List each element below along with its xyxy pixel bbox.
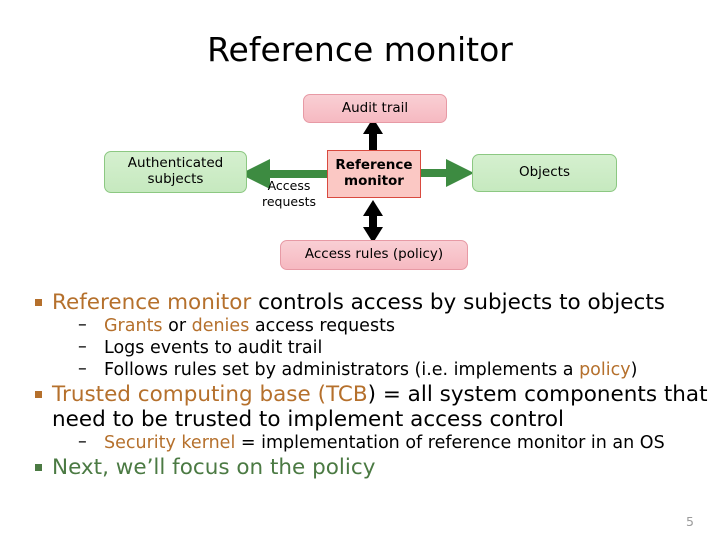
diagram-node-reference-monitor: Reference monitor [327,150,421,198]
bullet-reference-monitor: Reference monitor controls access by sub… [0,290,720,315]
page-title: Reference monitor [207,30,513,69]
bullet-reference-monitor-text-0: Reference monitor [52,290,252,315]
bullet-grants-denies: –Grants or denies access requests [0,315,720,338]
diagram-node-authenticated-subjects: Authenticated subjects [104,151,247,193]
diagram-node-objects: Objects [472,154,617,192]
bullet-security-kernel-text-1: = implementation of reference monitor in… [235,433,665,454]
bullet-list: Reference monitor controls access by sub… [0,290,720,481]
bullet-reference-monitor-text-1: controls access by subjects to objects [251,290,665,315]
bullet-security-kernel-text-0: Security kernel [104,433,236,454]
bullet-follows-rules-text-2: ) [630,359,638,380]
authenticated-subjects-line-2: subjects [147,171,204,187]
bullet-follows-rules: –Follows rules set by administrators (i.… [0,358,720,382]
bullet-tcb-text-0: Trusted computing base (TCB [52,381,368,407]
access-requests-line-1: Access [267,178,311,193]
bullet-security-kernel: –Security kernel = implementation of ref… [0,432,720,455]
bullet-square-icon [35,390,42,398]
bullet-grants-denies-text-3: access requests [249,316,396,337]
bullet-logs-events-text-0: Logs events to audit trail [104,338,323,359]
bullet-tcb-text-1: ) = all system components that need to b… [52,381,708,432]
diagram-node-access-rules: Access rules (policy) [280,240,468,270]
bullet-dash-icon: – [78,358,87,379]
objects-arrow-icon [419,159,474,187]
access-requests-line-2: requests [261,193,317,209]
bullet-follows-rules-text-0: Follows rules set by administrators (i.e… [104,359,580,380]
bullet-dash-icon: – [78,315,87,336]
access-rules-double-arrow-icon [363,200,383,243]
bullet-follows-rules-text-1: policy [579,359,631,380]
bullet-square-icon [35,299,42,306]
access-requests-label: Access requests [249,178,329,209]
bullet-grants-denies-text-0: Grants [104,316,163,337]
page-number: 5 [686,514,694,529]
bullet-next-policy: Next, we’ll focus on the policy [0,455,720,480]
bullet-grants-denies-text-2: denies [191,316,250,337]
bullet-tcb: Trusted computing base (TCB) = all syste… [0,382,720,432]
bullet-logs-events: –Logs events to audit trail [0,337,720,360]
bullet-grants-denies-text-1: or [162,316,192,337]
authenticated-subjects-line-1: Authenticated [127,155,224,172]
reference-monitor-line-2: monitor [344,173,404,189]
diagram-node-audit-trail: Audit trail [303,94,447,123]
bullet-dash-icon: – [78,337,87,358]
bullet-next-policy-text-0: Next, we’ll focus on the policy [52,454,376,480]
bullet-dash-icon: – [78,432,87,453]
bullet-square-icon [35,463,42,471]
reference-monitor-line-1: Reference [335,157,413,174]
reference-monitor-diagram: Audit trail Authenticated subjects Refer… [0,88,720,288]
